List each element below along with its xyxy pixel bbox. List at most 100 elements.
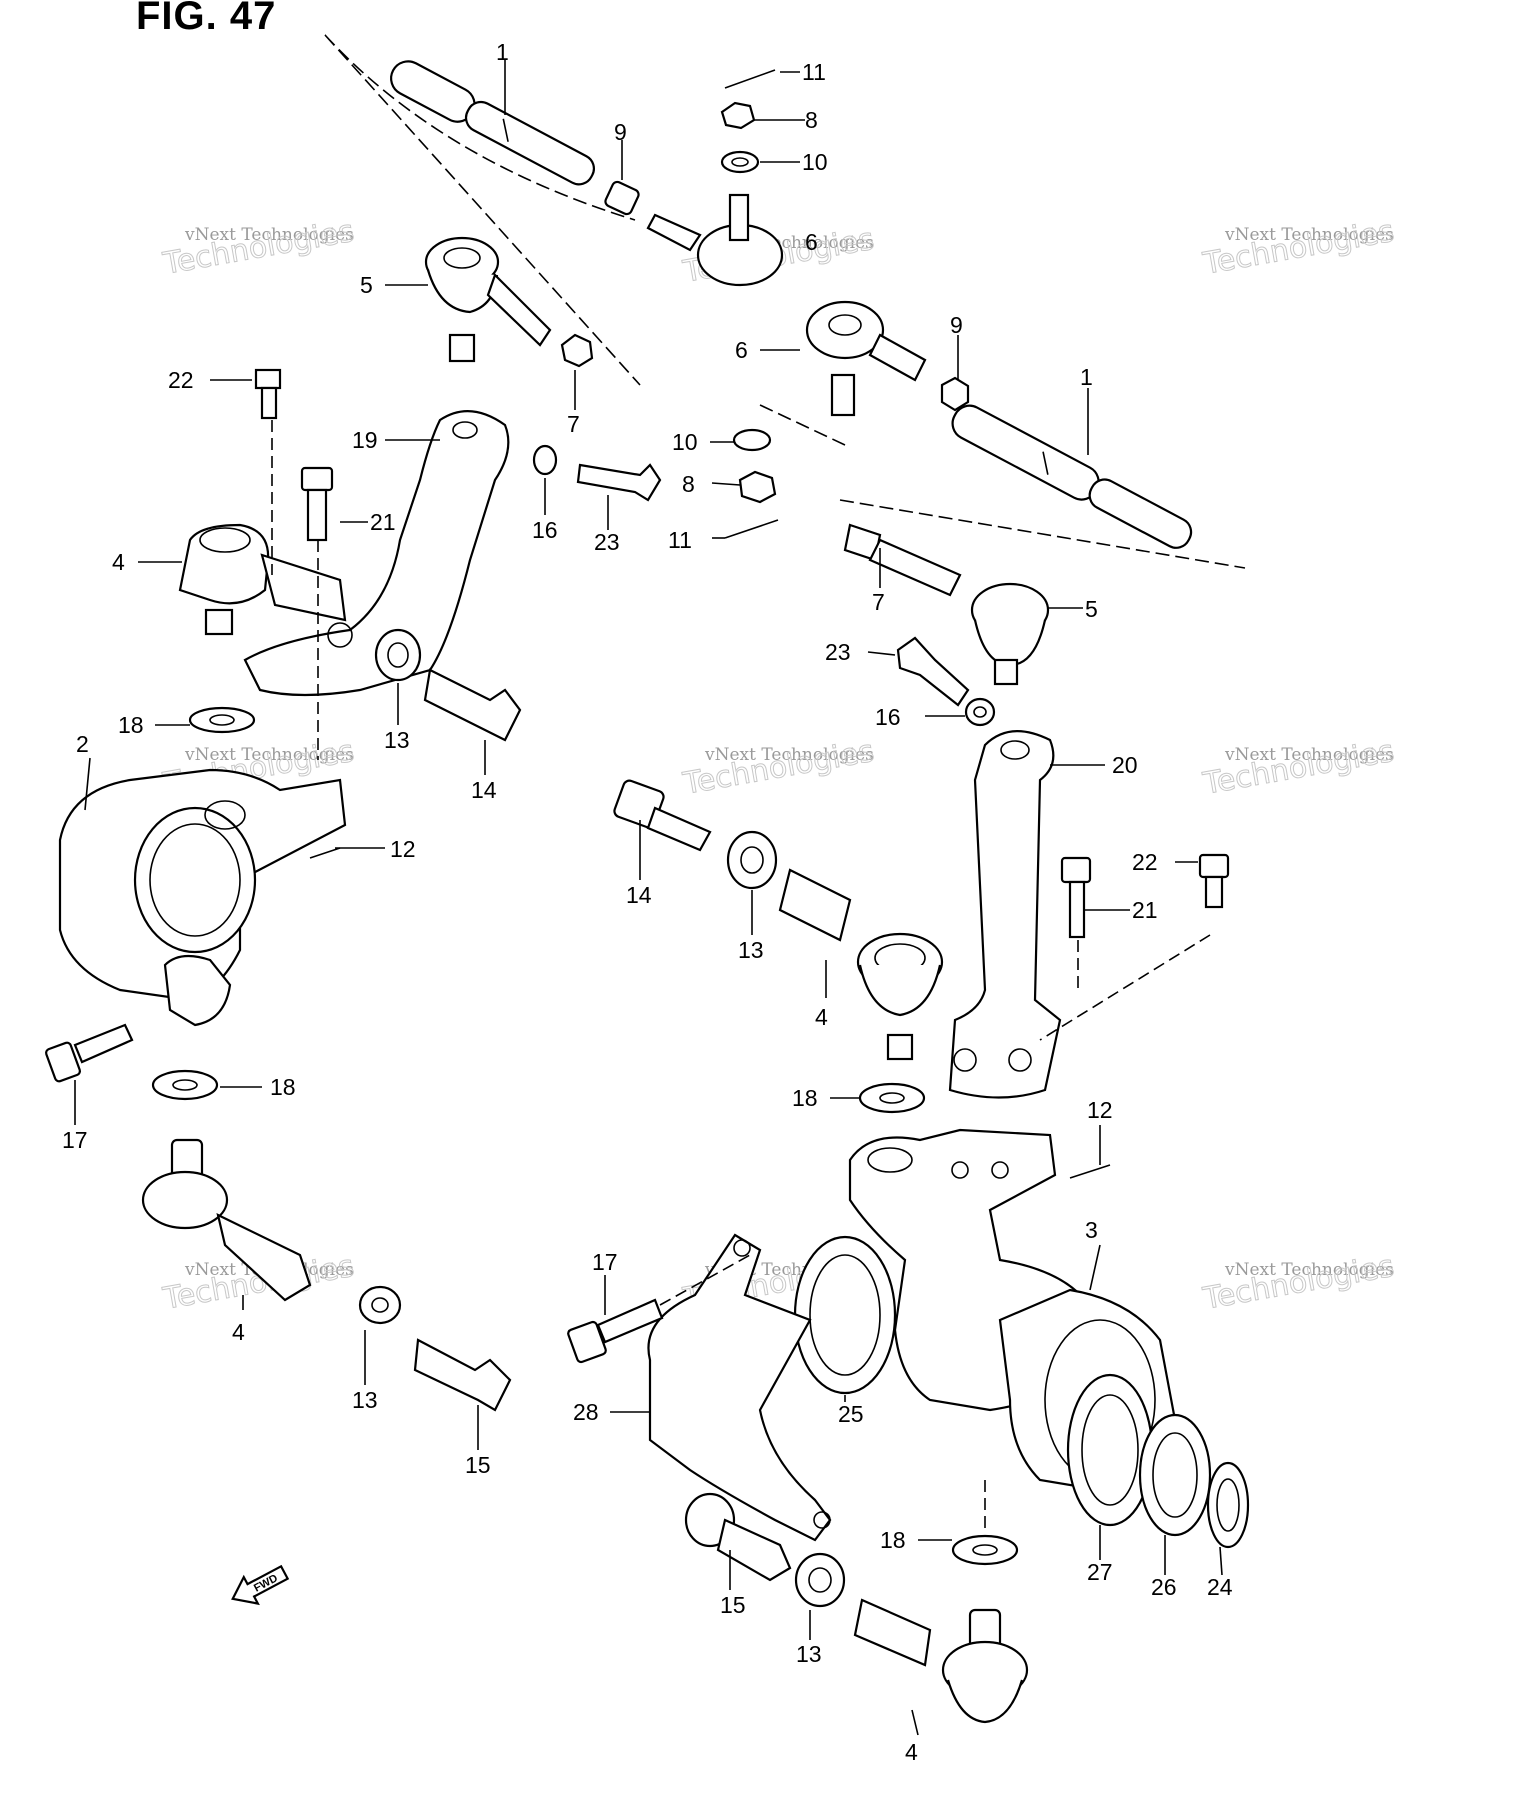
watermark-9: vNext Technologies Technologies — [1199, 1248, 1397, 1317]
callout-18: 18 — [792, 1085, 818, 1111]
bolt-right — [567, 1254, 751, 1364]
leader-lines — [74, 60, 1223, 1736]
bolts-left-upper — [254, 368, 334, 760]
fasteners-left — [374, 444, 662, 742]
callout-17: 17 — [592, 1249, 618, 1275]
dust-cover — [647, 1233, 832, 1542]
callout-15: 15 — [720, 1592, 746, 1618]
lock-nut — [604, 180, 640, 216]
tie-rod-assembly-upper — [324, 34, 784, 386]
callout-1: 1 — [1080, 364, 1093, 390]
callout-14: 14 — [471, 777, 497, 803]
callout-5: 5 — [1085, 596, 1098, 622]
callout-4: 4 — [112, 549, 125, 575]
callout-27: 27 — [1087, 1559, 1113, 1585]
callout-7: 7 — [872, 589, 885, 615]
watermark-text: vNext Technologies — [1224, 225, 1394, 245]
callout-2: 2 — [76, 731, 89, 757]
callout-21: 21 — [1132, 897, 1158, 923]
callout-10: 10 — [802, 149, 828, 175]
watermark-1: vNext Technologies Technologies — [159, 213, 357, 282]
washer — [358, 1285, 402, 1325]
callout-24: 24 — [1207, 1574, 1233, 1600]
fwd-arrow-icon: FWD — [231, 1564, 290, 1606]
cotter-pin — [1069, 1164, 1111, 1179]
tie-rod-end-left — [424, 236, 594, 368]
callout-20: 20 — [1112, 752, 1138, 778]
callout-11: 11 — [668, 527, 692, 553]
callout-9: 9 — [950, 312, 963, 338]
watermark-text: vNext Technologies — [704, 745, 874, 765]
fasteners-lower-right — [684, 1480, 1029, 1724]
watermark-text: vNext Technologies — [184, 745, 354, 765]
watermark-5: vNext Technologies Technologies — [679, 733, 877, 802]
tie-rod-tube — [390, 60, 595, 186]
callout-12: 12 — [1087, 1097, 1113, 1123]
callout-25: 25 — [838, 1401, 864, 1427]
washer — [951, 1534, 1019, 1566]
knuckle-arm-right — [948, 730, 1062, 1099]
callout-13: 13 — [796, 1641, 822, 1667]
callout-8: 8 — [682, 471, 695, 497]
callout-6: 6 — [805, 229, 818, 255]
watermark-3: vNext Technologies Technologies — [1199, 213, 1397, 282]
callout-18: 18 — [880, 1527, 906, 1553]
watermark-text: vNext Technologies — [1224, 1260, 1394, 1280]
callout-8: 8 — [805, 107, 818, 133]
watermarks: vNext Technologies Technologies vNext Te… — [159, 213, 1397, 1317]
lock-nut — [560, 333, 594, 368]
callout-6: 6 — [735, 337, 748, 363]
washer — [720, 150, 760, 174]
cotter-pin — [724, 69, 776, 89]
callout-4: 4 — [815, 1004, 828, 1030]
tie-rod-end-right-upper — [805, 300, 927, 417]
callout-13: 13 — [738, 937, 764, 963]
callout-15: 15 — [465, 1452, 491, 1478]
callout-28: 28 — [573, 1399, 599, 1425]
callout-22: 22 — [1132, 849, 1158, 875]
callout-23: 23 — [594, 529, 620, 555]
washer — [858, 1082, 926, 1114]
castle-nut — [738, 470, 777, 504]
watermark-text: vNext Technologies — [1224, 745, 1394, 765]
tie-rod-assembly-right — [724, 300, 1246, 686]
callout-4: 4 — [905, 1739, 918, 1765]
callout-23: 23 — [825, 639, 851, 665]
watermark-6: vNext Technologies Technologies — [1199, 733, 1397, 802]
callout-13: 13 — [352, 1387, 378, 1413]
callout-13: 13 — [384, 727, 410, 753]
callout-18: 18 — [270, 1074, 296, 1100]
callout-17: 17 — [62, 1127, 88, 1153]
callout-labels: 1 1 2 3 4 4 4 4 5 5 6 6 7 7 8 8 9 9 10 1… — [62, 39, 1233, 1765]
tie-rod-end-upper — [646, 193, 784, 287]
callout-16: 16 — [875, 704, 901, 730]
bolts-right — [1039, 853, 1230, 1041]
fasteners-right-upper — [896, 636, 996, 727]
callout-11: 11 — [802, 59, 826, 85]
watermark-text: vNext Technologies — [184, 225, 354, 245]
callout-10: 10 — [672, 429, 698, 455]
figure-title: FIG. 47 — [136, 0, 277, 38]
steering-knuckle-left — [58, 706, 347, 1027]
fasteners-mid — [613, 779, 944, 1061]
callout-7: 7 — [567, 411, 580, 437]
callout-19: 19 — [352, 427, 378, 453]
callout-9: 9 — [614, 119, 627, 145]
washer — [732, 428, 772, 452]
knuckle-arm-left — [178, 410, 510, 697]
lock-nut — [940, 376, 970, 412]
bolt-left-lower — [44, 1023, 134, 1083]
callout-18: 18 — [118, 712, 144, 738]
callout-3: 3 — [1085, 1217, 1098, 1243]
callout-4: 4 — [232, 1319, 245, 1345]
callout-14: 14 — [626, 882, 652, 908]
callout-21: 21 — [370, 509, 396, 535]
callout-12: 12 — [390, 836, 416, 862]
cotter-pin — [724, 519, 779, 539]
callout-26: 26 — [1151, 1574, 1177, 1600]
cotter-pin — [309, 847, 341, 859]
callout-16: 16 — [532, 517, 558, 543]
bearing-set — [793, 1235, 1250, 1549]
